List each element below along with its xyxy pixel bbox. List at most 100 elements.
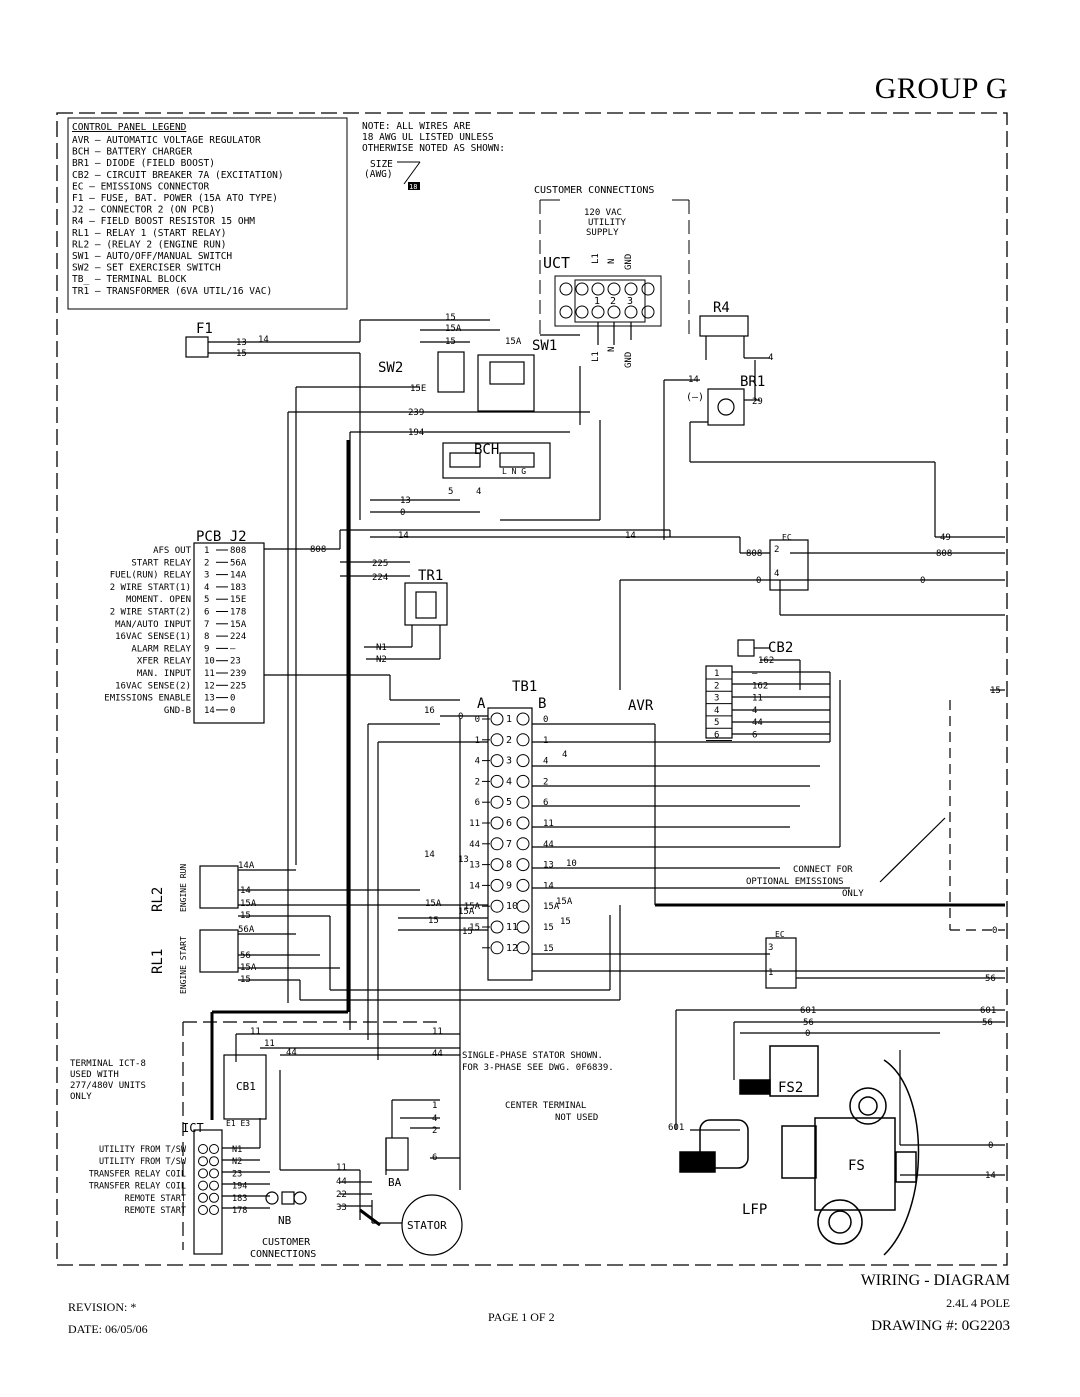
wire-22-nb: 22 [336,1190,347,1200]
wire-15a-right: 15A [556,897,573,907]
tb1-position: 3 [506,756,512,767]
emissions-note-1: CONNECT FOR [793,865,853,875]
wire-n2: N2 [376,655,387,665]
pcb-pin-number: 14 [204,706,215,716]
tb1-right-wire: 6 [543,798,548,808]
wire-11-right: 11 [432,1027,443,1037]
avr-pin: 6 [714,731,719,741]
pcb-pin-label: 16VAC SENSE(1) [115,632,191,642]
pcb-pin-wire: 23 [230,657,241,667]
ict-screw [209,1156,219,1167]
legend-item: F1 – FUSE, BAT. POWER (15A ATO TYPE) [72,193,278,204]
tb1-left-wire: 4 [475,757,480,767]
uct-terminal-screw [559,282,573,296]
pcb-pin-number: 1 [204,546,209,556]
footer-drawing: DRAWING #: 0G2203 [871,1318,1010,1334]
uct-terminal-screw [559,305,573,319]
tb1-screw [490,733,504,747]
wire-44-cb1: 44 [286,1048,297,1058]
fs-label: FS [848,1158,865,1174]
footer-date: DATE: 06/05/06 [68,1322,148,1336]
supply-line-1: 120 VAC [584,208,622,218]
avr-wire: — [752,669,758,679]
tb1-right-wire: 15 [543,923,554,933]
uct-terminal-screw [575,282,589,296]
uct-terminal-screw [575,305,589,319]
uct-col-gnd: GND [624,254,634,270]
tb1-right-wire: 14 [543,881,554,891]
wire-15-left: 15 [428,916,439,926]
pcb-pin-label: START RELAY [131,558,191,568]
wire-15-top: 15 [445,313,456,323]
center-note-1: CENTER TERMINAL [505,1101,586,1111]
pcb-pin-label: MAN/AUTO INPUT [115,620,191,630]
uct-wire-n: N [607,347,617,352]
tb1-position: 12 [506,943,518,954]
ec-pin-3: 3 [768,943,773,953]
wire-4-bch: 4 [476,487,481,497]
note-awg: (AWG) [364,169,393,180]
tb1-screw [516,899,530,913]
bch-lng: L N G [502,467,526,476]
pcb-pin-number: 7 [204,620,209,630]
pcb-pin-wire: 224 [230,632,246,642]
wire-15a-sw1: 15A [505,337,522,347]
customer-bottom-1: CUSTOMER [262,1237,311,1248]
tb1-right-wire: 11 [543,819,554,829]
footer-revision: REVISION: * [68,1300,137,1314]
footer-page: PAGE 1 OF 2 [488,1310,555,1324]
ict-row-label: UTILITY FROM T/SW [99,1145,187,1155]
ict-label: ICT [182,1121,204,1135]
legend-item: TB_ – TERMINAL BLOCK [72,274,187,285]
pcb-pin-label: ALARM RELAY [131,644,191,654]
tb1-screw [516,941,530,955]
tb1-right-wire: 15 [543,944,554,954]
uct-label: UCT [543,254,570,272]
f1-label: F1 [196,321,213,337]
wire-808-right: 808 [936,549,952,559]
legend-item: RL1 – RELAY 1 (START RELAY) [72,228,226,239]
wire-15a-left: 15A [425,899,442,909]
gauge-16-tb: 16 [424,706,435,716]
note-line-2: 18 AWG UL LISTED UNLESS [362,132,494,143]
legend-item: J2 – CONNECTOR 2 (ON PCB) [72,205,215,216]
wire-601-top: 601 [800,1006,816,1016]
wire-56a-rl1: 56A [238,925,255,935]
ict-row-label: UTILITY FROM T/SW [99,1157,187,1167]
wire-224: 224 [372,573,388,583]
tb1-screw [516,795,530,809]
tb1-left-wire: 15 [469,923,480,933]
ict-screw [198,1192,208,1203]
pcb-pin-label: MAN. INPUT [137,669,192,679]
pcb-pin-label: GND-B [164,706,191,716]
pcb-pin-label: XFER RELAY [137,657,192,667]
pcb-pin-wire: 14A [230,571,247,581]
pcb-pin-number: 6 [204,608,209,618]
legend-item: CB2 – CIRCUIT BREAKER 7A (EXCITATION) [72,170,284,181]
pcb-pin-wire: 0 [230,694,235,704]
tb1-position: 10 [506,901,518,912]
tb1-position: 1 [506,714,512,725]
wire-11-cb1b: 11 [264,1039,275,1049]
supply-line-2: UTILITY [588,218,627,228]
ict-screw [198,1168,208,1179]
heavy-wires [210,440,1005,1227]
wire-14-rl2: 14 [240,886,251,896]
wire-14-br1: 14 [688,375,699,385]
tb1-right-wire: 44 [543,840,554,850]
ict-row-label: REMOTE START [125,1206,186,1216]
uct-terminal-screw [641,282,655,296]
supply-line-3: SUPPLY [586,228,619,238]
tb1-screw [490,878,504,892]
wire-194: 194 [408,428,424,438]
tb1-position: 7 [506,839,512,850]
fuel-assembly [679,1045,920,1256]
tb1-screw [490,858,504,872]
uct-terminal-screw [607,282,621,296]
sw2-label: SW2 [378,360,403,376]
wire-n1: N1 [376,643,387,653]
ict-screw [209,1192,219,1203]
avr-wire: 162 [752,681,768,691]
uct-terminal-screw [641,305,655,319]
